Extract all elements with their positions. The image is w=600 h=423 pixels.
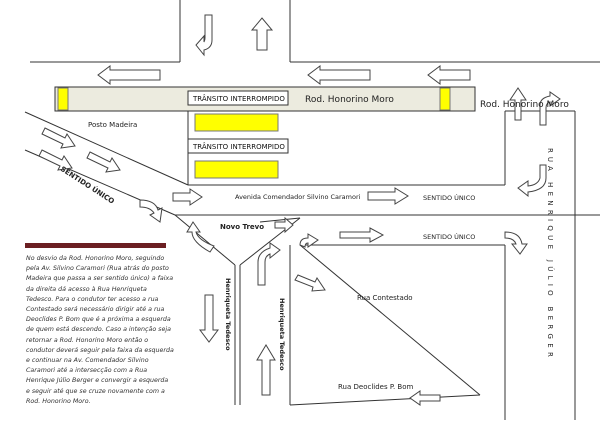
arrow-down-icon	[199, 294, 219, 343]
arrow-right-icon	[339, 227, 385, 243]
arrow-left-icon	[409, 390, 441, 406]
barrier-left	[57, 87, 69, 111]
arrow-right-icon	[86, 151, 121, 173]
rua-contestado-label: Rua Contestado	[357, 294, 413, 302]
curve-up-right-icon	[257, 242, 281, 286]
curve-down-right-icon	[504, 231, 528, 255]
direction-arrows	[38, 14, 561, 406]
henriqueta-tedesco-label-1: Henriqueta Tedesco	[224, 278, 232, 351]
arrow-left-icon	[427, 65, 471, 85]
curve-down-icon	[139, 199, 163, 223]
arrow-left-icon	[307, 65, 371, 85]
road-lines	[24, 0, 600, 420]
arrow-right-icon	[294, 274, 326, 292]
interrupted-box-2	[187, 138, 289, 154]
description-accent-bar	[25, 243, 166, 248]
barrier-middle-1	[194, 113, 279, 132]
arrow-right-icon	[367, 187, 409, 205]
curve-up-icon	[509, 87, 527, 121]
arrow-up-icon	[250, 17, 274, 51]
interrupted-box-1	[187, 90, 289, 106]
arrow-right-icon	[38, 149, 73, 171]
posto-madeira-label: Posto Madeira	[88, 121, 137, 129]
u-turn-down-icon	[195, 14, 213, 57]
description-text: No desvio da Rod. Honorino Moro, seguind…	[26, 255, 174, 405]
arrow-right-icon	[41, 127, 76, 149]
interrupted-label-1: TRÂNSITO INTERROMPIDO	[192, 94, 285, 103]
sentido-unico-label-1: SENTIDO ÚNICO	[423, 193, 475, 202]
curve-up-right-icon	[539, 91, 561, 126]
novo-trevo-label: Novo Trevo	[220, 223, 264, 231]
arrow-up-icon	[256, 344, 276, 396]
curve-right-icon	[299, 233, 319, 248]
arrow-right-icon	[172, 188, 203, 206]
rua-deoclides-label: Rua Deoclides P. Bom	[338, 383, 414, 391]
rua-vertical-label: RUA	[546, 148, 554, 175]
berger-vertical-label: HENRIQUE JÚLIO BERGER	[546, 182, 555, 361]
henriqueta-tedesco-label-2: Henriqueta Tedesco	[278, 298, 286, 371]
avenida-label: Avenida Comendador Silvino Caramori	[235, 193, 361, 201]
barrier-middle-2	[194, 160, 279, 179]
curve-left-icon	[186, 221, 215, 253]
rod-top-label: Rod. Honorino Moro	[480, 100, 569, 110]
barrier-right	[439, 87, 451, 111]
arrow-right-icon	[274, 216, 294, 234]
interrupted-label-2: TRÂNSITO INTERROMPIDO	[192, 142, 285, 151]
sentido-unico-label-2: SENTIDO ÚNICO	[423, 232, 475, 241]
arrow-left-icon	[97, 65, 161, 85]
curve-down-left-icon	[517, 164, 547, 198]
rod-band-label: Rod. Honorino Moro	[305, 95, 394, 105]
